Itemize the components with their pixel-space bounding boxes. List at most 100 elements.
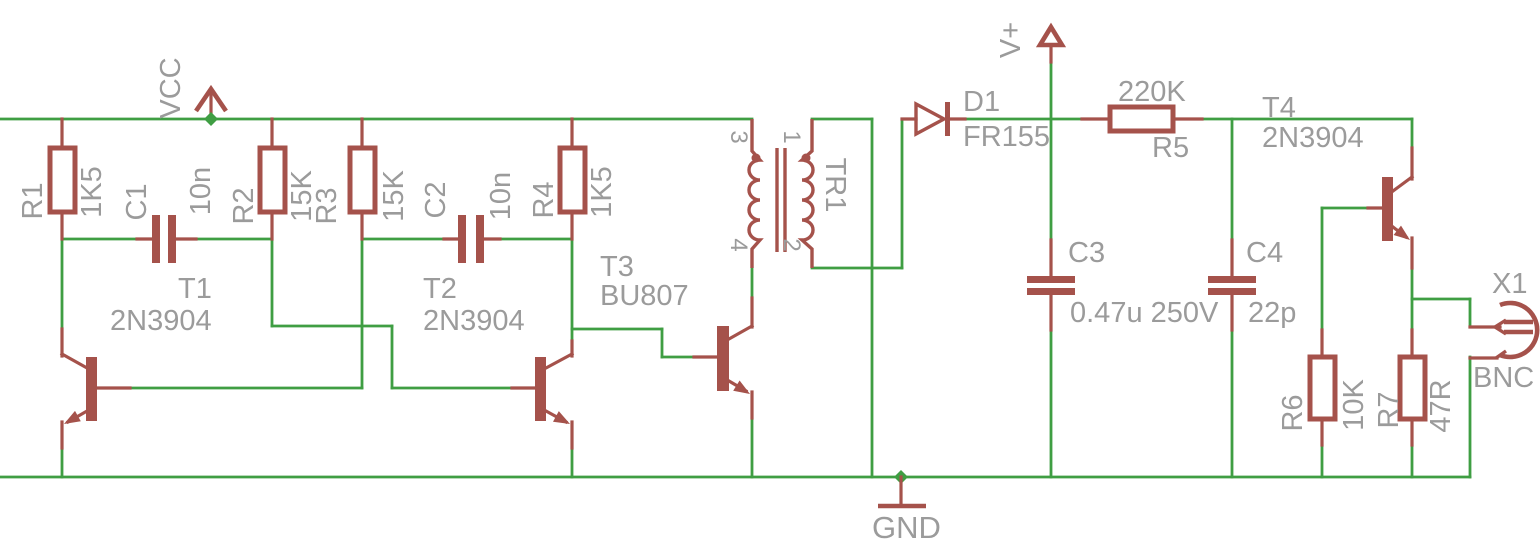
x1-center-pin-chevron: [1491, 318, 1507, 336]
t4-base-bar: [1382, 177, 1393, 241]
t1-emitter-arrow-icon: [64, 410, 81, 424]
r4-name-label: R4: [528, 181, 560, 218]
bnc-connector-x1[interactable]: X1 BNC: [1468, 268, 1540, 394]
d1-value-label: FR155: [963, 121, 1050, 153]
t1-value-label: 2N3904: [110, 305, 212, 337]
gnd-label: GND: [872, 510, 941, 545]
r5-name-label: R5: [1152, 132, 1189, 164]
tr1-polarity-dot: [751, 153, 761, 163]
resistor-r1[interactable]: R1 1K5: [17, 117, 108, 241]
wires[interactable]: [0, 60, 1472, 479]
t3-value-label: BU807: [600, 280, 689, 312]
tr1-pin3-label: 3: [725, 130, 752, 143]
resistor-r3[interactable]: R3 15K: [311, 117, 410, 241]
t1-collector-diag: [59, 351, 90, 371]
tr1-pin2-label: 2: [778, 238, 805, 251]
c3-name-label: C3: [1068, 237, 1105, 269]
transformer-tr1[interactable]: 3 1 4 2 TR1: [725, 119, 851, 268]
t4-collector-diag: [1390, 174, 1415, 194]
resistor-r7[interactable]: R7 47R: [1373, 328, 1457, 447]
r2-value-label: 15K: [286, 170, 318, 222]
tr1-secondary-winding: [797, 119, 815, 268]
vcc-symbol[interactable]: VCC: [155, 57, 228, 126]
r3-name-label: R3: [311, 187, 343, 224]
tr1-primary-winding: [747, 119, 764, 268]
vplus-symbol[interactable]: V+: [995, 22, 1067, 64]
c3-plate: [1027, 276, 1075, 283]
t3-collector-diag: [726, 323, 755, 342]
tr1-polarity-dot: [801, 153, 811, 163]
vcc-arrow-icon: [194, 84, 228, 113]
r5-value-label: 220K: [1118, 76, 1186, 108]
d1-anode-triangle: [914, 101, 948, 137]
c2-name-label: C2: [420, 181, 452, 218]
tr1-pin4-label: 4: [725, 238, 752, 251]
x1-shield-diag: [1495, 349, 1507, 360]
r6-body: [1307, 354, 1338, 422]
r3-body: [347, 145, 378, 215]
capacitor-c2[interactable]: C2 10n: [420, 172, 517, 263]
tr1-pin1-label: 1: [778, 130, 805, 143]
t2-name-label: T2: [423, 273, 457, 305]
t2-base-bar: [535, 357, 546, 421]
r3-value-label: 15K: [378, 170, 410, 222]
t1-base-bar: [86, 357, 97, 421]
t3-name-label: T3: [600, 251, 634, 283]
c2-plate: [458, 215, 466, 263]
t2-collector-diag: [543, 351, 575, 371]
transistor-t1[interactable]: T1 2N3904: [59, 273, 212, 450]
c1-plate: [152, 215, 160, 263]
r7-body: [1397, 354, 1428, 422]
t3-emitter-arrow-icon: [733, 380, 750, 394]
resistor-r2[interactable]: R2 15K: [228, 117, 318, 241]
t4-emitter-arrow-icon: [1393, 225, 1410, 240]
x1-shell-arc: [1499, 300, 1540, 360]
r4-body: [557, 145, 588, 215]
c4-plate: [1208, 288, 1256, 295]
t1-name-label: T1: [178, 273, 212, 305]
diode-d1[interactable]: D1 FR155: [900, 86, 1050, 153]
t2-emitter-arrow-icon: [553, 411, 570, 424]
t2-value-label: 2N3904: [423, 305, 525, 337]
junction-dot: [204, 112, 218, 126]
x1-name-label: X1: [1492, 268, 1527, 300]
r5-body: [1107, 104, 1176, 134]
resistor-r4[interactable]: R4 1K5: [528, 117, 618, 241]
t4-value-label: 2N3904: [1262, 122, 1364, 154]
vplus-arrow-icon: [1035, 22, 1067, 48]
transistor-t3[interactable]: T3 BU807: [600, 251, 755, 420]
r7-name-label: R7: [1373, 391, 1405, 428]
vplus-label: V+: [995, 22, 1027, 58]
gnd-symbol[interactable]: GND: [872, 470, 941, 545]
resistor-r6[interactable]: R6 10K: [1277, 328, 1370, 447]
c1-name-label: C1: [121, 183, 153, 220]
c3-plate: [1027, 288, 1075, 295]
t4-name-label: T4: [1262, 92, 1296, 124]
r6-value-label: 10K: [1338, 379, 1370, 431]
r1-value-label: 1K5: [76, 166, 108, 218]
r7-value-label: 47R: [1425, 379, 1457, 432]
r1-body: [47, 145, 78, 215]
c2-plate: [476, 215, 484, 263]
r4-value-label: 1K5: [586, 166, 618, 218]
tr1-name-label: TR1: [819, 158, 851, 213]
transistor-t4[interactable]: T4 2N3904: [1262, 92, 1415, 270]
c4-plate: [1208, 276, 1256, 283]
x1-value-label: BNC: [1473, 362, 1534, 394]
c1-plate: [168, 215, 176, 263]
c3-value-label: 0.47u 250V: [1070, 297, 1219, 329]
r2-body: [257, 145, 288, 215]
capacitor-c1[interactable]: C1 10n: [121, 167, 217, 263]
d1-cathode-bar: [945, 102, 950, 136]
capacitor-c4[interactable]: C4 22p: [1208, 237, 1296, 332]
r2-name-label: R2: [228, 187, 260, 224]
c2-value-label: 10n: [485, 172, 517, 220]
d1-name-label: D1: [963, 86, 1000, 118]
resistor-r5[interactable]: 220K R5: [1080, 76, 1204, 164]
capacitor-c3[interactable]: C3 0.47u 250V: [1027, 237, 1219, 332]
transistor-t2[interactable]: T2 2N3904: [423, 273, 575, 450]
c1-value-label: 10n: [185, 167, 217, 215]
r6-name-label: R6: [1277, 394, 1309, 431]
